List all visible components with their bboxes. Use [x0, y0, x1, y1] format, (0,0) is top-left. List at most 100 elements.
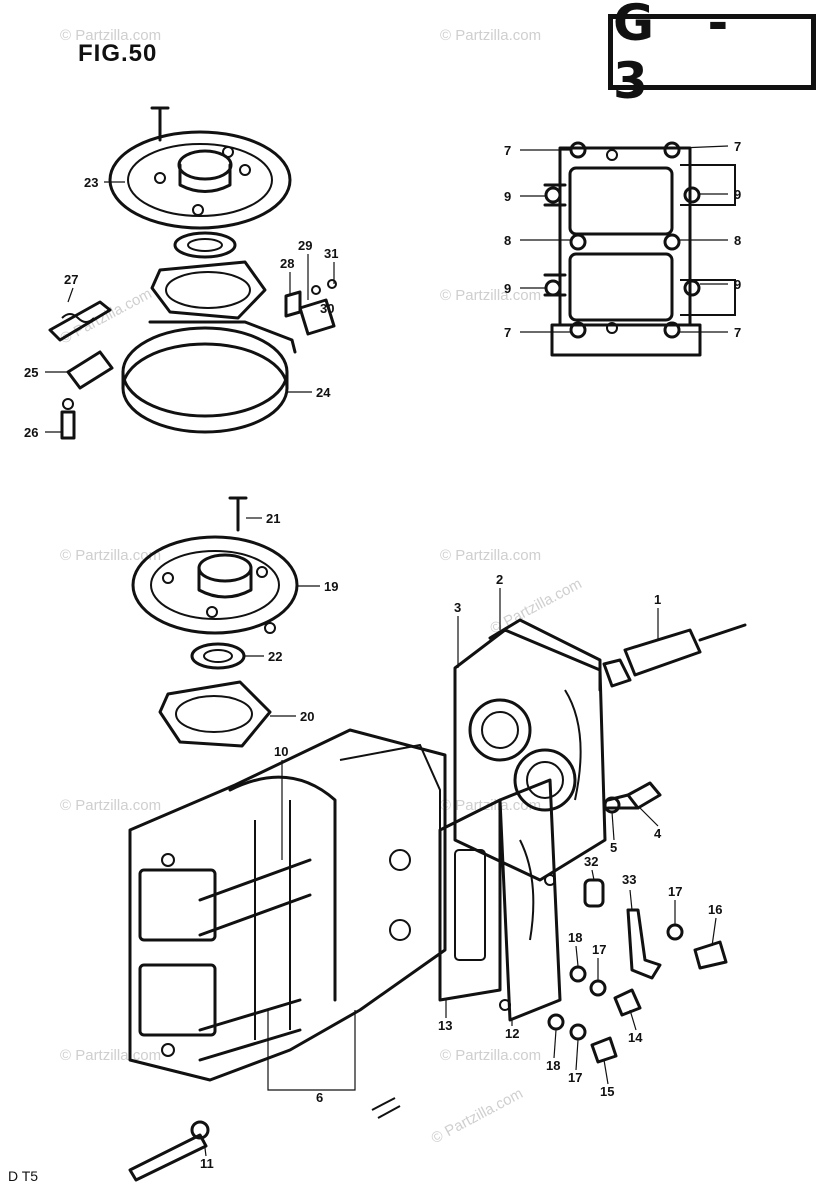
figure-label: FIG.50	[78, 40, 158, 67]
bracket-28	[284, 290, 302, 318]
cylinder-block	[128, 728, 447, 1082]
watermark: © Partzilla.com	[440, 1047, 541, 1064]
crankcase-outline	[128, 728, 447, 1082]
callout-19: 19	[324, 579, 338, 594]
callout-31: 31	[324, 246, 338, 261]
callout-7: 7	[734, 325, 741, 340]
bore-upper	[138, 868, 217, 942]
watermark: © Partzilla.com	[60, 547, 161, 564]
cover-12	[498, 778, 562, 1022]
callout-7: 7	[504, 143, 511, 158]
washer-18b	[547, 1013, 565, 1031]
watermark: © Partzilla.com	[429, 1085, 526, 1147]
callout-14: 14	[628, 1030, 643, 1045]
callout-26: 26	[24, 425, 38, 440]
callout-7: 7	[734, 139, 741, 154]
callout-9: 9	[504, 189, 511, 204]
section-code: G - 3	[613, 0, 747, 110]
lever-pin	[60, 410, 76, 440]
cover-plate-inner	[127, 143, 273, 217]
callout-22: 22	[268, 649, 282, 664]
oil-seal	[173, 231, 237, 259]
head-2	[488, 618, 602, 692]
gasket-13	[438, 798, 502, 1002]
callout-2: 2	[496, 572, 503, 587]
temperature-sender	[623, 628, 702, 677]
callout-1: 1	[654, 592, 661, 607]
crank-journal-lower	[198, 998, 302, 1062]
callout-5: 5	[610, 840, 617, 855]
block-30	[298, 298, 336, 336]
leader-lines	[45, 145, 729, 1157]
callout-17: 17	[592, 942, 606, 957]
intake-port-upper	[568, 166, 674, 236]
lever-bracket	[66, 350, 114, 390]
bolt-21	[228, 496, 248, 532]
callout-27: 27	[64, 272, 78, 287]
callout-3: 3	[454, 600, 461, 615]
washer-17c	[569, 1023, 587, 1041]
callout-29: 29	[298, 238, 312, 253]
lever-spring	[48, 300, 112, 342]
callout-23: 23	[84, 175, 98, 190]
watermark: © Partzilla.com	[60, 1047, 161, 1064]
washer-17	[666, 923, 684, 941]
bolt-4	[626, 781, 662, 810]
washer-18	[569, 965, 587, 983]
callout-25: 25	[24, 365, 38, 380]
gasket-20	[158, 680, 272, 748]
callout-8: 8	[734, 233, 741, 248]
bolt-14	[613, 988, 642, 1017]
callout-10: 10	[274, 744, 288, 759]
callout-4: 4	[654, 826, 662, 841]
callout-17: 17	[668, 884, 682, 899]
ring-housing	[121, 326, 289, 418]
callout-9: 9	[504, 281, 511, 296]
callout-labels: 23 7 7 9 9 8 8 9 9 7 7 27 28 29 31 30 25…	[24, 139, 741, 1171]
bolt-11	[128, 1133, 208, 1182]
callout-9: 9	[734, 277, 741, 292]
watermark: © Partzilla.com	[60, 797, 161, 814]
callout-32: 32	[584, 854, 598, 869]
cover-plate-19	[131, 535, 299, 635]
callout-21: 21	[266, 511, 280, 526]
callout-8: 8	[504, 233, 511, 248]
clip-33	[626, 908, 662, 980]
small-hardware	[128, 623, 747, 1182]
callout-18: 18	[546, 1058, 560, 1073]
callout-30: 30	[320, 301, 334, 316]
watermark: © Partzilla.com	[60, 27, 161, 44]
callout-13: 13	[438, 1018, 452, 1033]
intake-port-lower	[568, 252, 674, 322]
callout-7: 7	[504, 325, 511, 340]
callout-9: 9	[734, 187, 741, 202]
callout-20: 20	[300, 709, 314, 724]
callout-6: 6	[316, 1090, 323, 1105]
intake-plate-assembly	[543, 141, 736, 357]
crank-journal-upper	[198, 858, 312, 937]
oil-seal-22	[190, 642, 246, 670]
callout-28: 28	[280, 256, 294, 271]
intake-plate-base	[550, 323, 702, 357]
cover-boss-body	[178, 163, 232, 193]
top-cover-assembly	[48, 106, 337, 440]
bolt	[150, 106, 170, 142]
bolt-16	[693, 940, 728, 970]
bolt-15	[590, 1036, 618, 1064]
cover-plate	[108, 130, 292, 230]
bore-lower	[138, 963, 217, 1037]
cover-gasket	[150, 260, 267, 320]
callout-18: 18	[568, 930, 582, 945]
section-box: G - 3	[608, 0, 816, 110]
exhaust-cover	[438, 778, 562, 1022]
watermark: © Partzilla.com	[440, 287, 541, 304]
collar-32	[583, 878, 605, 908]
watermark: © Partzilla.com	[440, 27, 541, 44]
lower-cover-assembly	[131, 496, 299, 748]
callout-24: 24	[316, 385, 331, 400]
callout-12: 12	[505, 1026, 519, 1041]
callout-15: 15	[600, 1084, 614, 1099]
footer-code: D T5	[8, 1168, 39, 1184]
